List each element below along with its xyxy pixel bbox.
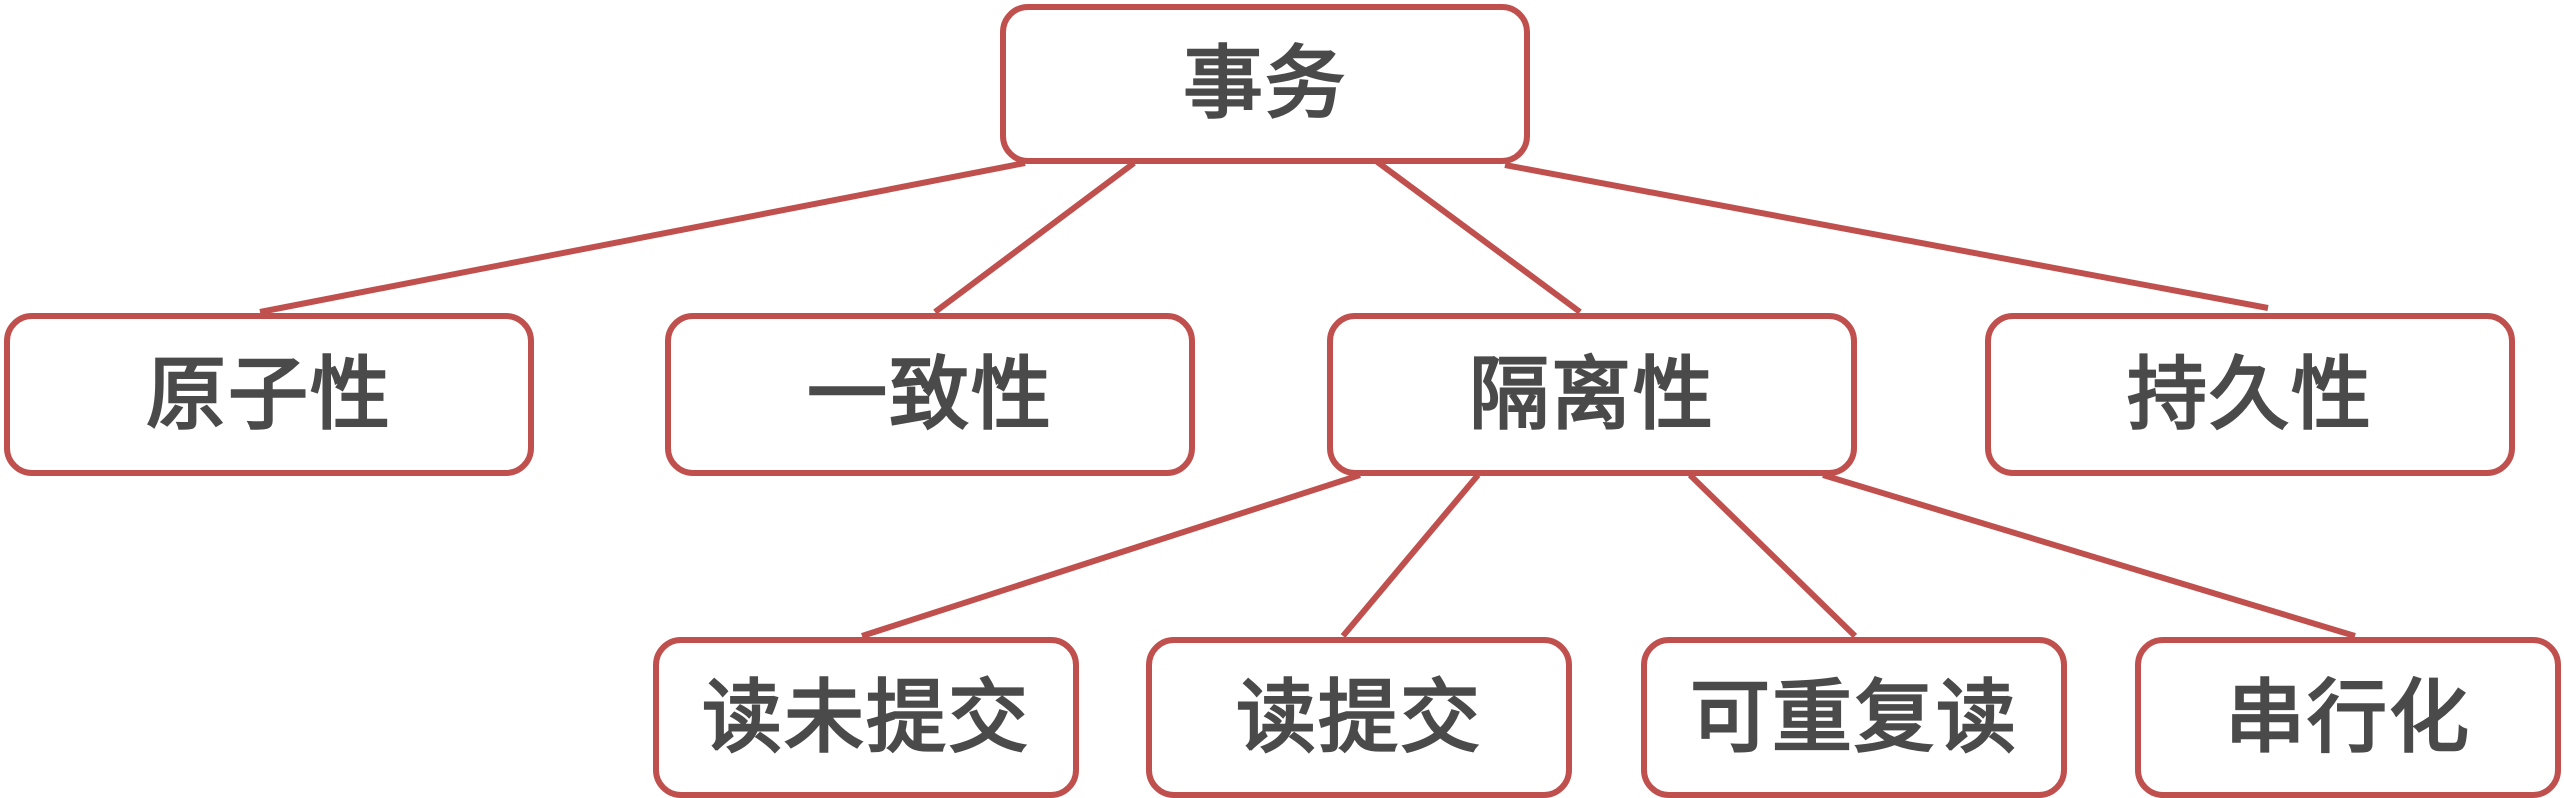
connector-isolation-read-committed — [1340, 473, 1481, 638]
durability-node: 持久性 — [1985, 313, 2515, 476]
durability-label: 持久性 — [2127, 347, 2373, 441]
connector-isolation-repeatable-read — [1687, 472, 1858, 639]
transaction-label: 事务 — [1183, 37, 1347, 130]
serializable-node: 串行化 — [2135, 637, 2561, 798]
isolation-node: 隔离性 — [1327, 313, 1857, 476]
connector-root-consistency — [933, 160, 1136, 315]
isolation-label: 隔离性 — [1469, 347, 1715, 441]
repeatable-read-label: 可重复读 — [1690, 670, 2018, 764]
repeatable-read-node: 可重复读 — [1641, 637, 2067, 798]
atomicity-label: 原子性 — [146, 347, 392, 441]
transaction-node: 事务 — [1000, 4, 1530, 164]
serializable-label: 串行化 — [2225, 670, 2471, 764]
read-committed-node: 读提交 — [1146, 637, 1572, 798]
connector-root-isolation — [1370, 155, 1582, 315]
consistency-label: 一致性 — [807, 347, 1053, 441]
read-uncommitted-label: 读未提交 — [702, 670, 1030, 764]
connector-isolation-serializable — [1822, 472, 2356, 639]
read-committed-label: 读提交 — [1236, 670, 1482, 764]
connector-root-atomicity — [259, 160, 1026, 315]
read-uncommitted-node: 读未提交 — [653, 637, 1079, 798]
atomicity-node: 原子性 — [4, 313, 534, 476]
connector-isolation-read-uncommitted — [861, 472, 1361, 639]
connector-root-durability — [1504, 162, 2269, 311]
consistency-node: 一致性 — [665, 313, 1195, 476]
